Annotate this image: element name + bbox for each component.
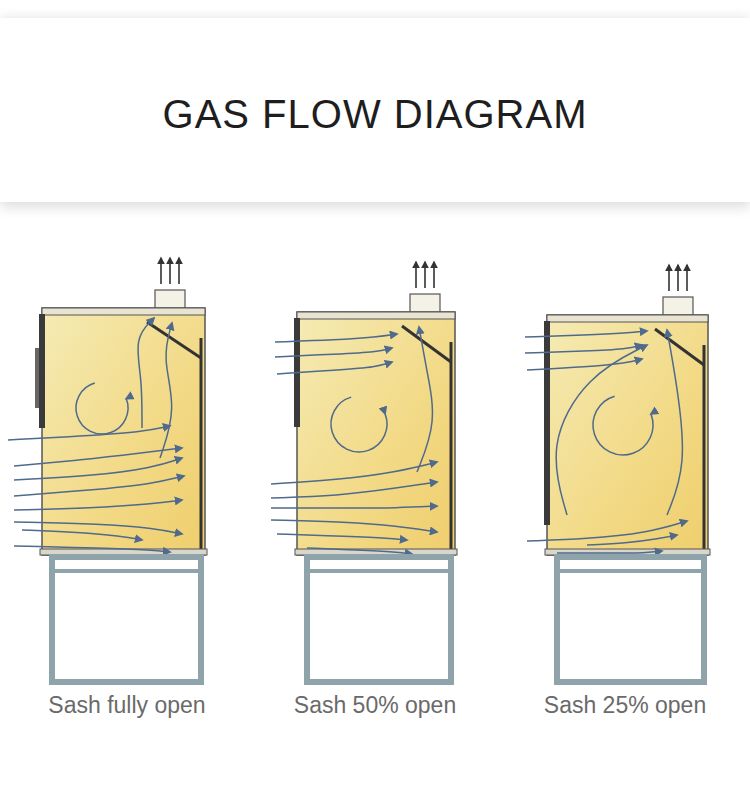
fume-hood (525, 265, 710, 682)
airflow-arrow (277, 362, 392, 374)
airflow-arrow (271, 520, 437, 532)
back-wall (200, 338, 203, 555)
sash-caption: Sash 25% open (505, 692, 745, 719)
airflow-arrow (138, 318, 154, 428)
airflow-arrow (22, 530, 142, 540)
airflow-arrow (556, 345, 647, 515)
airflow-arrow (587, 535, 677, 545)
exhaust-duct (663, 297, 693, 317)
airflow-arrow (14, 500, 182, 510)
airflow-arrow (667, 330, 682, 515)
airflow-arrow (275, 348, 392, 357)
exhaust-duct (155, 290, 185, 310)
sash-caption: Sash 50% open (255, 692, 495, 719)
swirl-flow (76, 383, 128, 434)
fume-hood (271, 262, 457, 682)
stand-frame (52, 557, 201, 682)
airflow-arrow (525, 345, 642, 353)
exhaust-arrow (433, 262, 435, 288)
airflow-arrow (14, 522, 182, 534)
hood-top (42, 308, 205, 315)
exhaust-duct (410, 294, 440, 314)
airflow-arrow (14, 448, 182, 466)
hood-stand (557, 557, 704, 682)
sash (39, 314, 45, 428)
fume-hood (8, 258, 207, 682)
hood-cabinet (297, 312, 455, 555)
baffle (147, 322, 201, 358)
airflow-arrow (271, 506, 437, 508)
back-wall (450, 342, 453, 555)
airflow-arrow (277, 534, 407, 540)
airflow-arrow (417, 327, 432, 472)
exhaust-arrow (668, 265, 670, 291)
airflow-arrow (527, 359, 642, 370)
airflow-arrow (271, 482, 437, 498)
airflow-arrow (275, 334, 397, 342)
exhaust-arrow (160, 258, 162, 284)
diagram-title: GAS FLOW DIAGRAM (0, 92, 750, 137)
exhaust-arrow (686, 265, 688, 291)
airflow-arrow (307, 548, 412, 554)
exhaust-arrow (178, 258, 180, 284)
baffle (655, 329, 704, 365)
exhaust-arrow (415, 262, 417, 288)
swirl-flow (593, 396, 653, 455)
exhaust-arrow (424, 262, 426, 288)
hood-stand (307, 557, 451, 682)
stand-rail (307, 569, 451, 573)
airflow-arrow (14, 458, 182, 480)
airflow-arrow (14, 546, 170, 552)
stand-rail (557, 569, 704, 573)
airflow-arrow (525, 331, 647, 337)
stand-rail (52, 569, 201, 573)
airflow-arrow (160, 323, 172, 458)
exhaust-arrow (169, 258, 171, 284)
airflow-arrow (14, 476, 184, 496)
stand-frame (557, 557, 704, 682)
airflow-arrow (271, 462, 437, 484)
stand-frame (307, 557, 451, 682)
hood-stand (52, 557, 201, 682)
hood-top (297, 312, 455, 319)
back-wall (703, 345, 706, 555)
airflow-arrow (8, 426, 170, 440)
exhaust-arrow (677, 265, 679, 291)
baffle (402, 326, 451, 362)
sash-caption: Sash fully open (7, 692, 247, 719)
airflow-arrow (557, 551, 662, 553)
hood-cabinet (42, 308, 205, 555)
sash-handle (35, 348, 39, 408)
hood-top (547, 315, 708, 322)
swirl-flow (331, 397, 387, 452)
